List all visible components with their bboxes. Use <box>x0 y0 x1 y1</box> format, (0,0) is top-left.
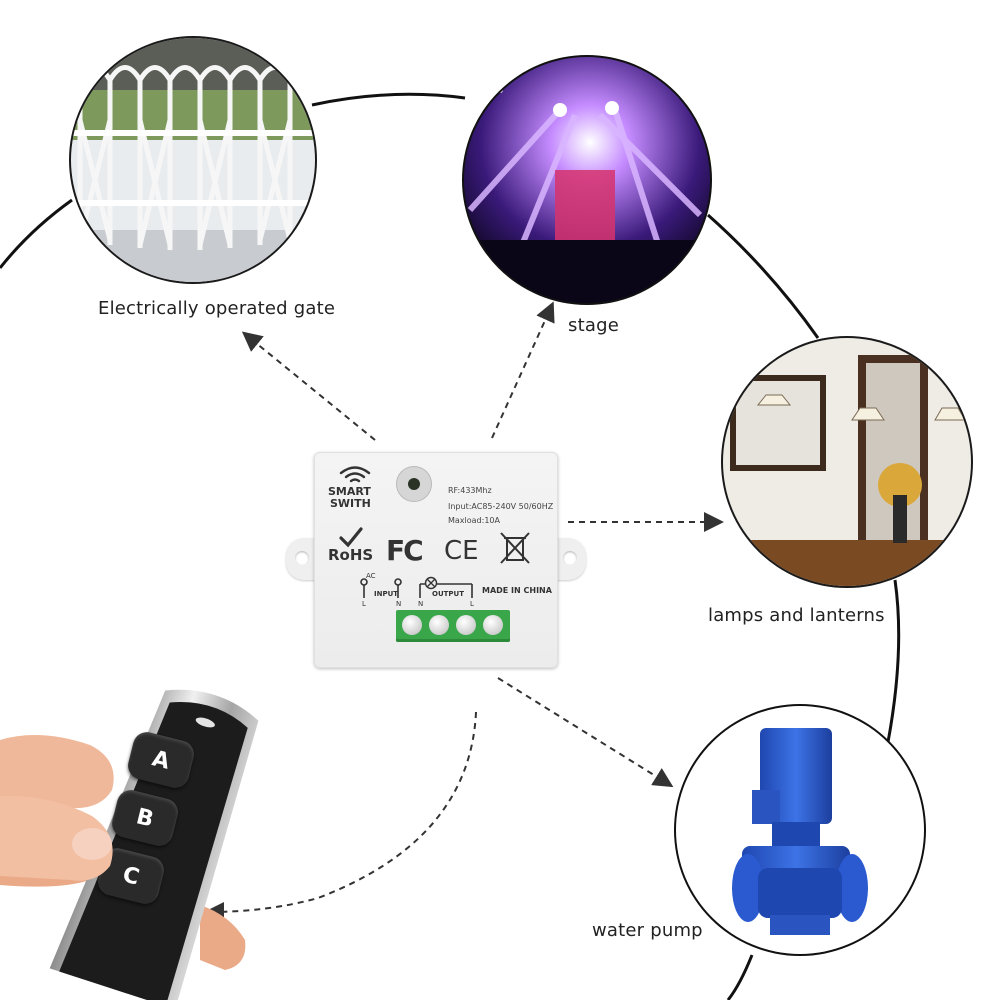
lamps-label: lamps and lanterns <box>708 605 885 626</box>
terminal-screw[interactable] <box>456 615 476 635</box>
ce-mark: CE <box>444 536 479 566</box>
made-in-label: MADE IN CHINA <box>482 586 552 595</box>
wifi-icon <box>339 466 371 483</box>
pin-label: N <box>396 600 402 608</box>
output-label: OUTPUT <box>432 590 464 598</box>
rohs-mark: RoHS <box>328 546 374 564</box>
maxload-spec: Maxload:10A <box>448 516 500 525</box>
gate-image <box>69 36 317 284</box>
relay-body: SMART SWITH RF:433Mhz Input:AC85-240V 50… <box>314 452 558 668</box>
pin-label: N <box>418 600 424 608</box>
relay-module: SMART SWITH RF:433Mhz Input:AC85-240V 50… <box>286 452 586 668</box>
fc-mark: FC <box>386 534 424 567</box>
brand-line-1: SMART <box>328 485 371 498</box>
terminal-screw[interactable] <box>402 615 422 635</box>
thumb-image <box>0 795 113 881</box>
learn-button[interactable] <box>408 478 420 490</box>
pump-label: water pump <box>592 920 703 941</box>
gate-label: Electrically operated gate <box>98 298 336 319</box>
pin-label: L <box>362 600 366 608</box>
remote-body <box>49 689 259 1000</box>
lamps-image <box>721 336 973 588</box>
input-label: INPUT <box>374 590 399 598</box>
terminal-screw[interactable] <box>429 615 449 635</box>
check-icon <box>339 527 363 548</box>
connection-arcs <box>0 92 901 1000</box>
terminal-block <box>396 610 510 642</box>
pin-label: L <box>470 600 474 608</box>
remote-control: A B C <box>0 676 260 1000</box>
learn-button-housing <box>396 466 432 502</box>
crossed-bin-icon <box>500 532 530 564</box>
pump-image <box>674 704 926 956</box>
ac-label: AC <box>366 572 376 580</box>
lamp-symbol-icon <box>424 576 438 590</box>
stage-label: stage <box>568 315 619 336</box>
dashed-arrows <box>204 301 724 922</box>
rf-spec: RF:433Mhz <box>448 486 492 495</box>
brand-line-2: SWITH <box>330 497 371 510</box>
terminal-screw[interactable] <box>483 615 503 635</box>
input-spec: Input:AC85-240V 50/60HZ <box>448 502 554 511</box>
stage-image <box>462 55 712 305</box>
